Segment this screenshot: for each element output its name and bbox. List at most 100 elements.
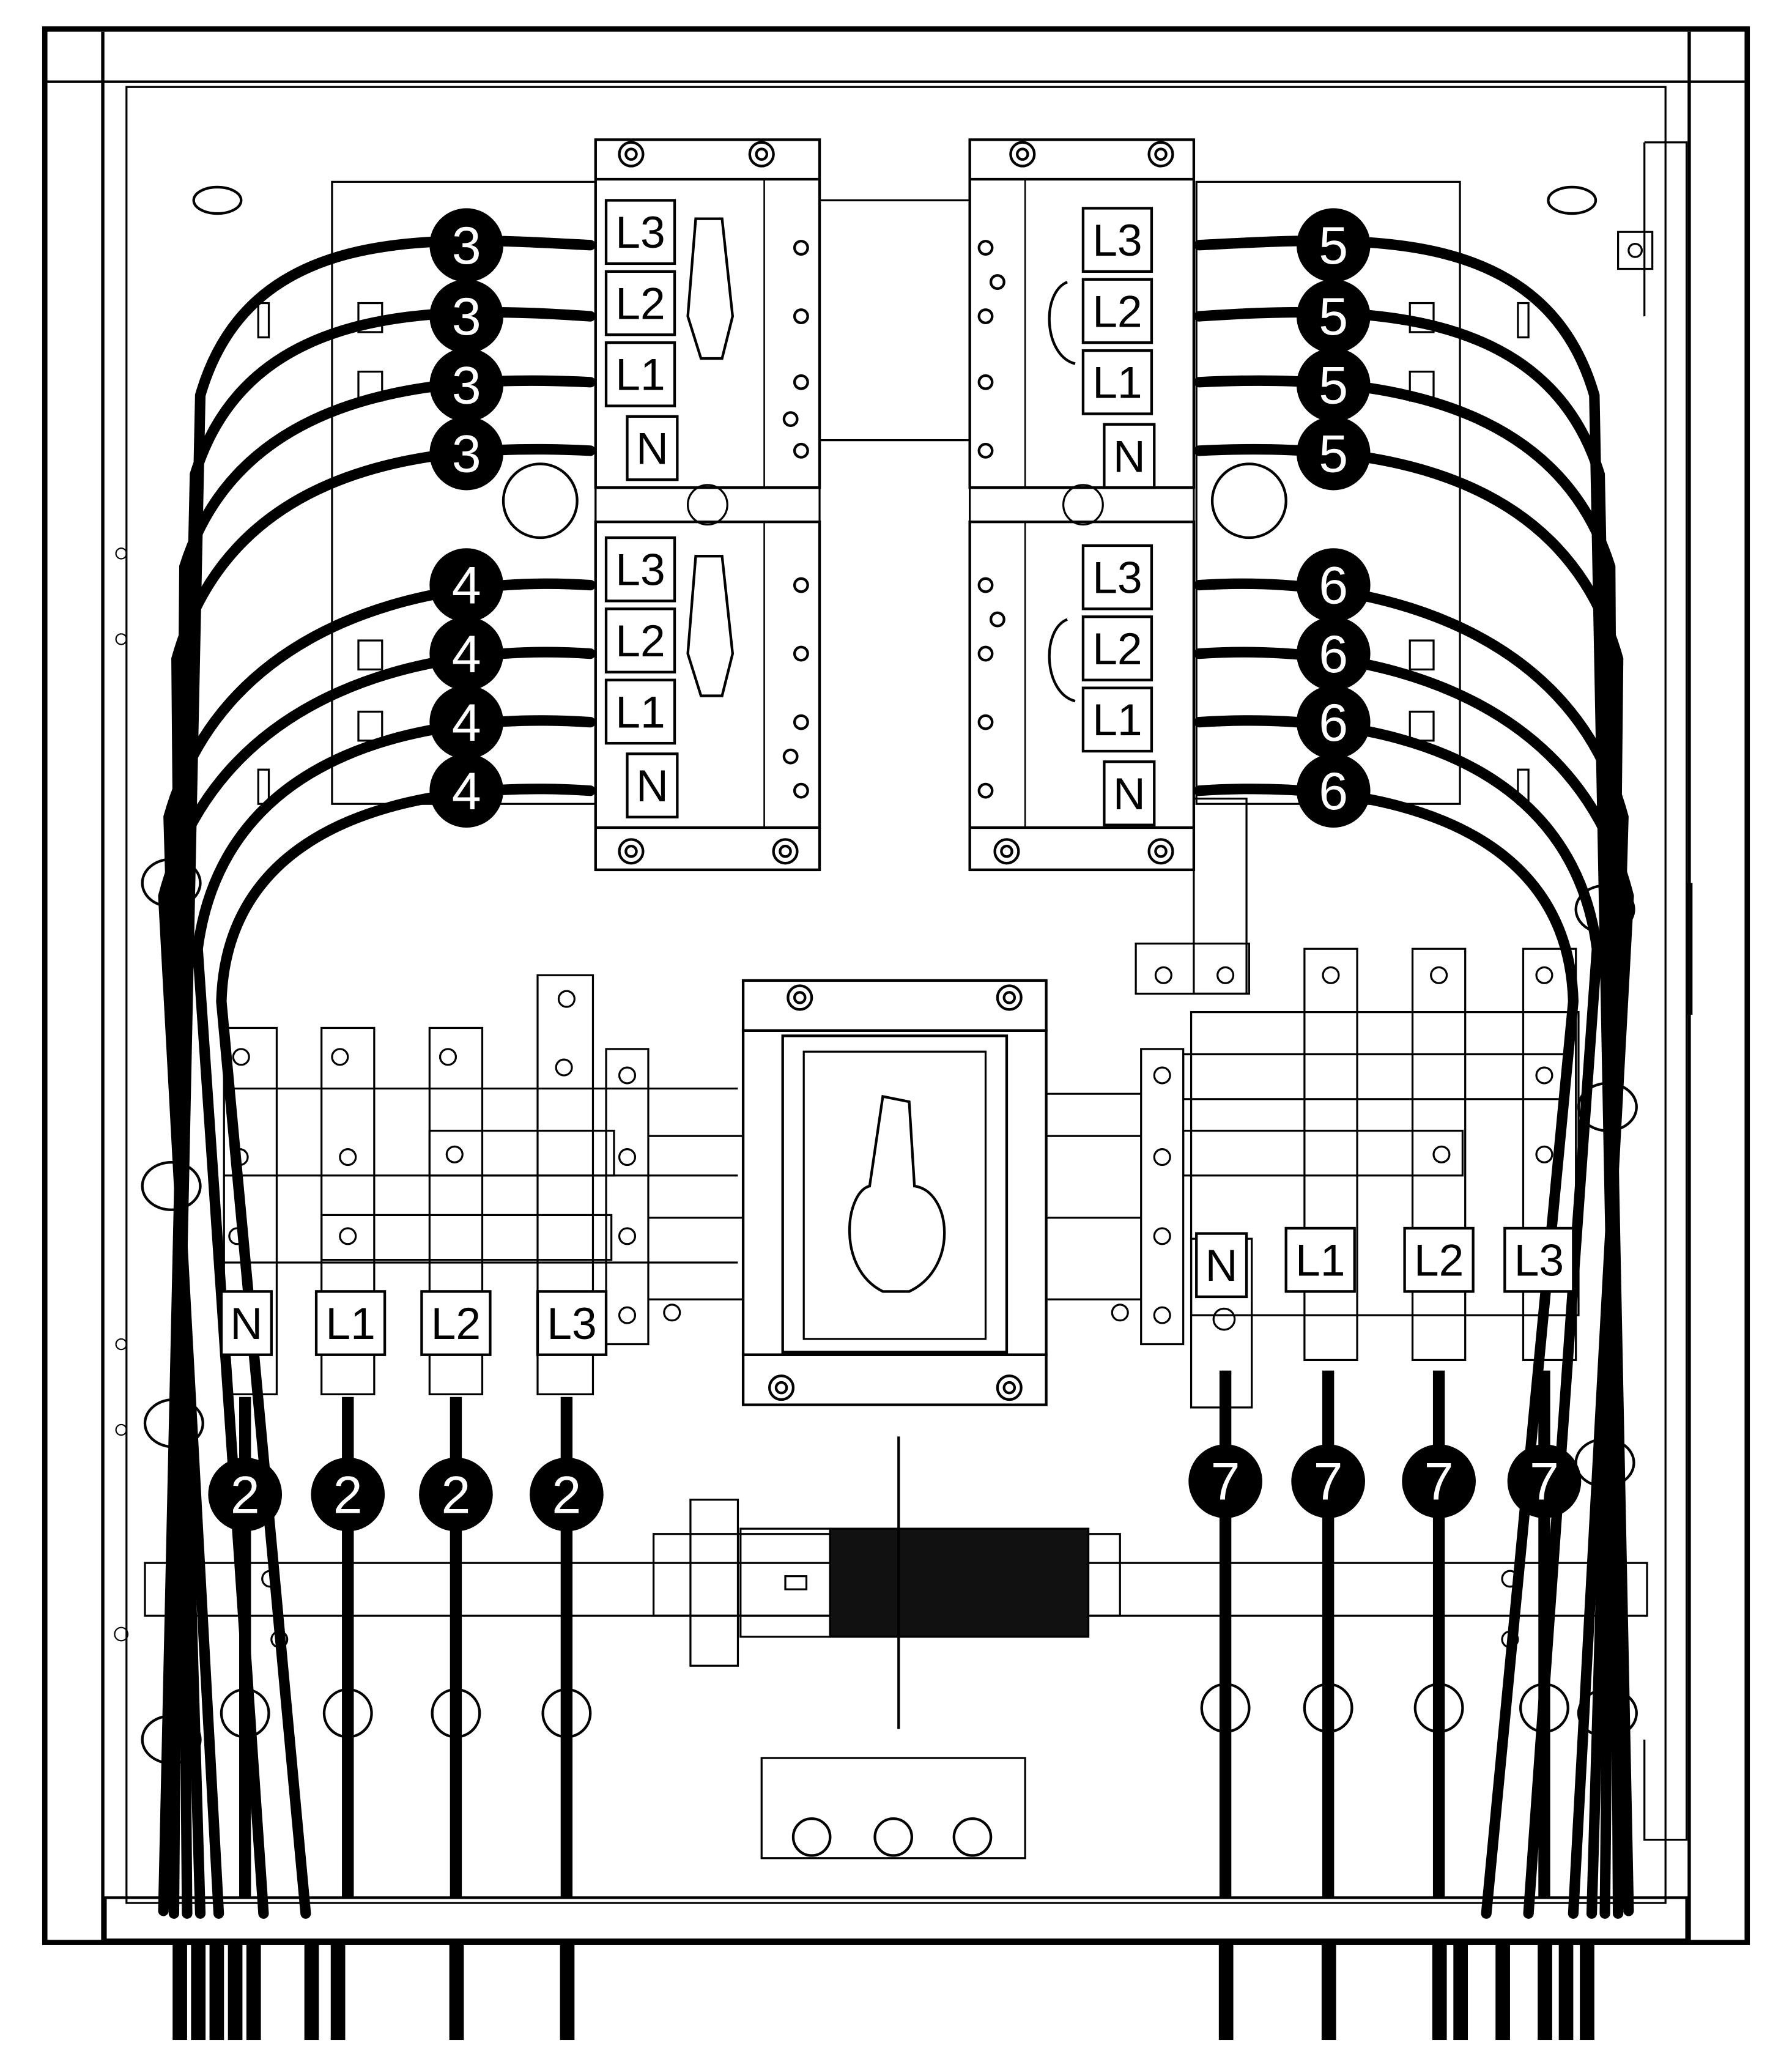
circuit-badge: 3 bbox=[429, 347, 503, 422]
cable-exit bbox=[172, 1942, 187, 2041]
terminal-label: L3 bbox=[1081, 207, 1153, 273]
terminal-label-bottom-right: N bbox=[1195, 1232, 1248, 1299]
terminal-label: N bbox=[1103, 423, 1156, 489]
terminal-label: L2 bbox=[1081, 615, 1153, 681]
terminal-label: L3 bbox=[604, 199, 676, 265]
cable-gland-ring bbox=[1303, 1683, 1353, 1734]
svg-text:L1: L1 bbox=[1092, 695, 1142, 745]
circuit-badge: 4 bbox=[429, 754, 503, 828]
circuit-badge: 7 bbox=[1188, 1444, 1262, 1518]
svg-text:5: 5 bbox=[1319, 425, 1348, 483]
cable bbox=[171, 443, 596, 1919]
circuit-badge: 2 bbox=[208, 1457, 283, 1532]
svg-text:L3: L3 bbox=[615, 207, 665, 258]
svg-text:6: 6 bbox=[1319, 762, 1348, 821]
svg-text:L1: L1 bbox=[1092, 358, 1142, 408]
circuit-badge: 3 bbox=[429, 208, 503, 283]
circuit-badge: 3 bbox=[429, 279, 503, 354]
cable bbox=[1193, 443, 1624, 1919]
breaker-left-upper bbox=[594, 138, 821, 489]
svg-text:4: 4 bbox=[452, 694, 481, 752]
svg-text:L2: L2 bbox=[1414, 1235, 1464, 1285]
terminal-label: N bbox=[626, 752, 679, 818]
circuit-badge: 7 bbox=[1507, 1444, 1582, 1518]
cable bbox=[158, 647, 596, 1919]
cable-gland-ring bbox=[322, 1688, 373, 1738]
svg-text:5: 5 bbox=[1319, 287, 1348, 346]
main-switch bbox=[741, 979, 1048, 1406]
cable bbox=[216, 784, 596, 1919]
cable bbox=[1193, 236, 1629, 1910]
svg-text:7: 7 bbox=[1424, 1453, 1454, 1511]
cable-gland-ring bbox=[541, 1688, 592, 1738]
cable-tie bbox=[143, 1398, 204, 1448]
cable bbox=[1193, 375, 1624, 1919]
terminal-label: N bbox=[1103, 760, 1156, 826]
cable bbox=[163, 578, 596, 1919]
svg-text:L1: L1 bbox=[1295, 1235, 1345, 1285]
terminal-label: L1 bbox=[1081, 349, 1153, 415]
cable-exit bbox=[560, 1942, 575, 2041]
enclosure bbox=[42, 26, 1750, 1945]
terminal-label-bottom-left: L1 bbox=[314, 1290, 387, 1356]
cable-exit bbox=[449, 1942, 464, 2041]
breaker-right-lower bbox=[968, 521, 1196, 872]
circuit-badge: 4 bbox=[429, 617, 503, 691]
circuit-badge: 2 bbox=[419, 1457, 493, 1532]
svg-text:6: 6 bbox=[1319, 557, 1348, 615]
svg-text:7: 7 bbox=[1211, 1453, 1240, 1511]
svg-text:2: 2 bbox=[231, 1466, 260, 1524]
svg-text:6: 6 bbox=[1319, 625, 1348, 684]
cable bbox=[1193, 306, 1634, 1916]
cable-glands bbox=[172, 1942, 1594, 2041]
cable-gland-ring bbox=[1200, 1683, 1251, 1734]
cable-tie bbox=[1574, 884, 1635, 935]
cable-exit bbox=[228, 1942, 243, 2041]
svg-text:3: 3 bbox=[452, 217, 481, 275]
cable-exit bbox=[1538, 1942, 1552, 2041]
cable-exit bbox=[191, 1942, 206, 2041]
terminal-label: L3 bbox=[1081, 544, 1153, 610]
circuit-badge: 3 bbox=[429, 416, 503, 491]
svg-text:5: 5 bbox=[1319, 356, 1348, 415]
terminal-label: L1 bbox=[604, 341, 676, 407]
svg-text:5: 5 bbox=[1319, 217, 1348, 275]
circuit-badge: 7 bbox=[1402, 1444, 1476, 1518]
svg-text:L3: L3 bbox=[1514, 1235, 1564, 1285]
svg-text:L3: L3 bbox=[615, 545, 665, 595]
svg-text:N: N bbox=[230, 1299, 262, 1349]
circuit-badge: 2 bbox=[311, 1457, 385, 1532]
terminal-label: L2 bbox=[604, 607, 676, 673]
breaker-left-lower bbox=[594, 521, 821, 872]
svg-text:L3: L3 bbox=[1092, 215, 1142, 265]
circuit-badge: 5 bbox=[1296, 279, 1371, 354]
svg-text:2: 2 bbox=[441, 1466, 470, 1524]
svg-text:4: 4 bbox=[452, 762, 481, 821]
svg-text:N: N bbox=[1113, 769, 1146, 819]
svg-text:2: 2 bbox=[333, 1466, 363, 1524]
cable-tie bbox=[141, 1714, 202, 1765]
svg-text:7: 7 bbox=[1314, 1453, 1343, 1511]
svg-text:N: N bbox=[1113, 431, 1146, 481]
svg-text:L2: L2 bbox=[431, 1299, 481, 1349]
cable-exit bbox=[330, 1942, 346, 2041]
svg-text:L1: L1 bbox=[325, 1299, 375, 1349]
svg-text:N: N bbox=[636, 423, 668, 473]
cable-tie bbox=[1577, 1688, 1638, 1738]
cable-tie bbox=[141, 858, 202, 908]
cable-exit bbox=[1218, 1942, 1234, 2041]
terminal-label-bottom-right: L3 bbox=[1503, 1226, 1575, 1293]
circuit-badge: 7 bbox=[1291, 1444, 1365, 1518]
circuit-badge: 4 bbox=[429, 548, 503, 622]
terminal-label: L1 bbox=[1081, 686, 1153, 753]
circuit-badge: 5 bbox=[1296, 208, 1371, 283]
cable bbox=[1193, 784, 1579, 1919]
svg-text:L1: L1 bbox=[615, 350, 665, 400]
svg-text:L2: L2 bbox=[615, 616, 665, 666]
terminal-label-bottom-left: N bbox=[220, 1290, 273, 1356]
circuit-badge: 6 bbox=[1296, 754, 1371, 828]
